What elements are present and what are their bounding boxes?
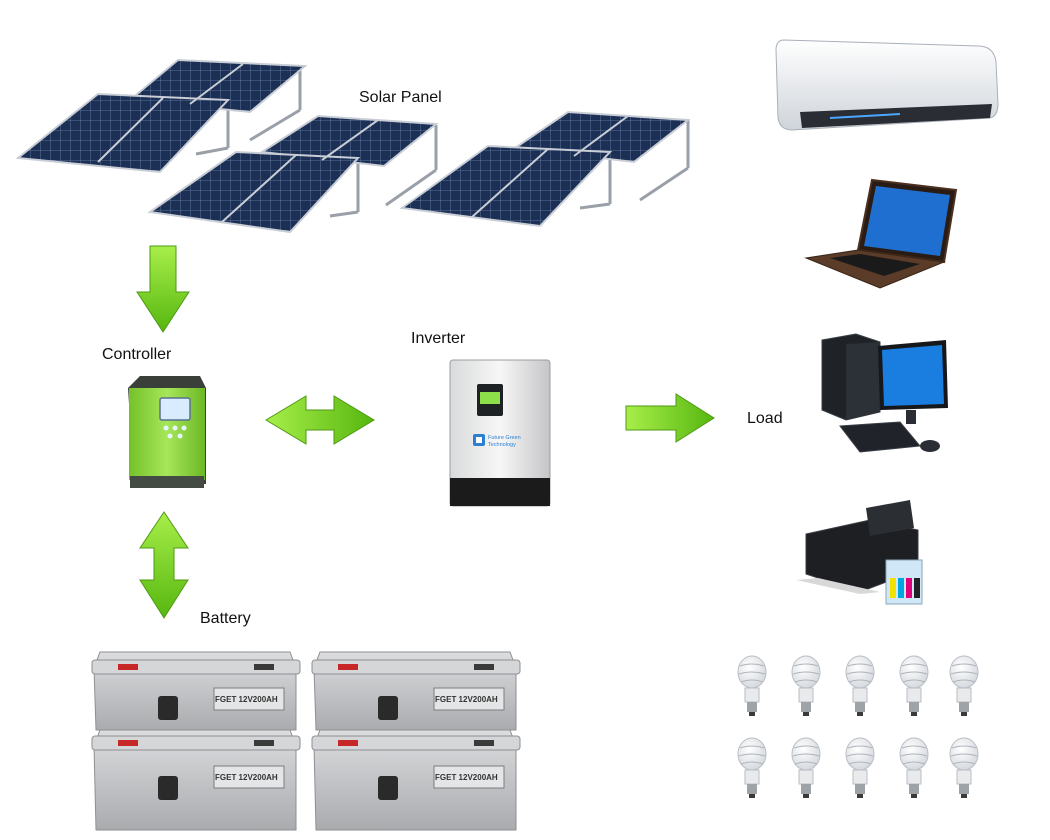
inverter-brand-line2: Technology [488,442,516,448]
controller-label: Controller [102,346,172,363]
laptop-icon [804,178,958,289]
printer-icon [796,500,923,605]
battery-bank-icon: FGET 12V200AH FGET 12V200AH FGET 12V200A… [91,651,521,831]
battery-model-label: FGET 12V200AH [215,695,278,704]
arrow-controller-inverter [265,395,375,445]
battery-model-label: FGET 12V200AH [215,773,278,782]
inverter-brand-line1: Future Green [488,435,521,441]
battery-model-label: FGET 12V200AH [435,695,498,704]
solar-panel-label: Solar Panel [359,89,442,106]
arrow-inverter-to-load [625,393,715,443]
load-label: Load [747,410,783,427]
air-conditioner-icon [775,39,999,131]
arrow-solar-to-controller [136,245,190,333]
charge-controller-icon [128,376,206,488]
inverter-label: Inverter [411,330,466,347]
arrow-controller-battery [139,511,189,619]
battery-label: Battery [200,610,251,627]
desktop-computer-icon [821,333,948,453]
cfl-bulbs-icon [737,655,979,799]
inverter-icon: Future Green Technology [449,359,551,507]
battery-model-label: FGET 12V200AH [435,773,498,782]
inverter-logo-icon [473,434,485,446]
solar-panel-array-icon [15,58,691,234]
